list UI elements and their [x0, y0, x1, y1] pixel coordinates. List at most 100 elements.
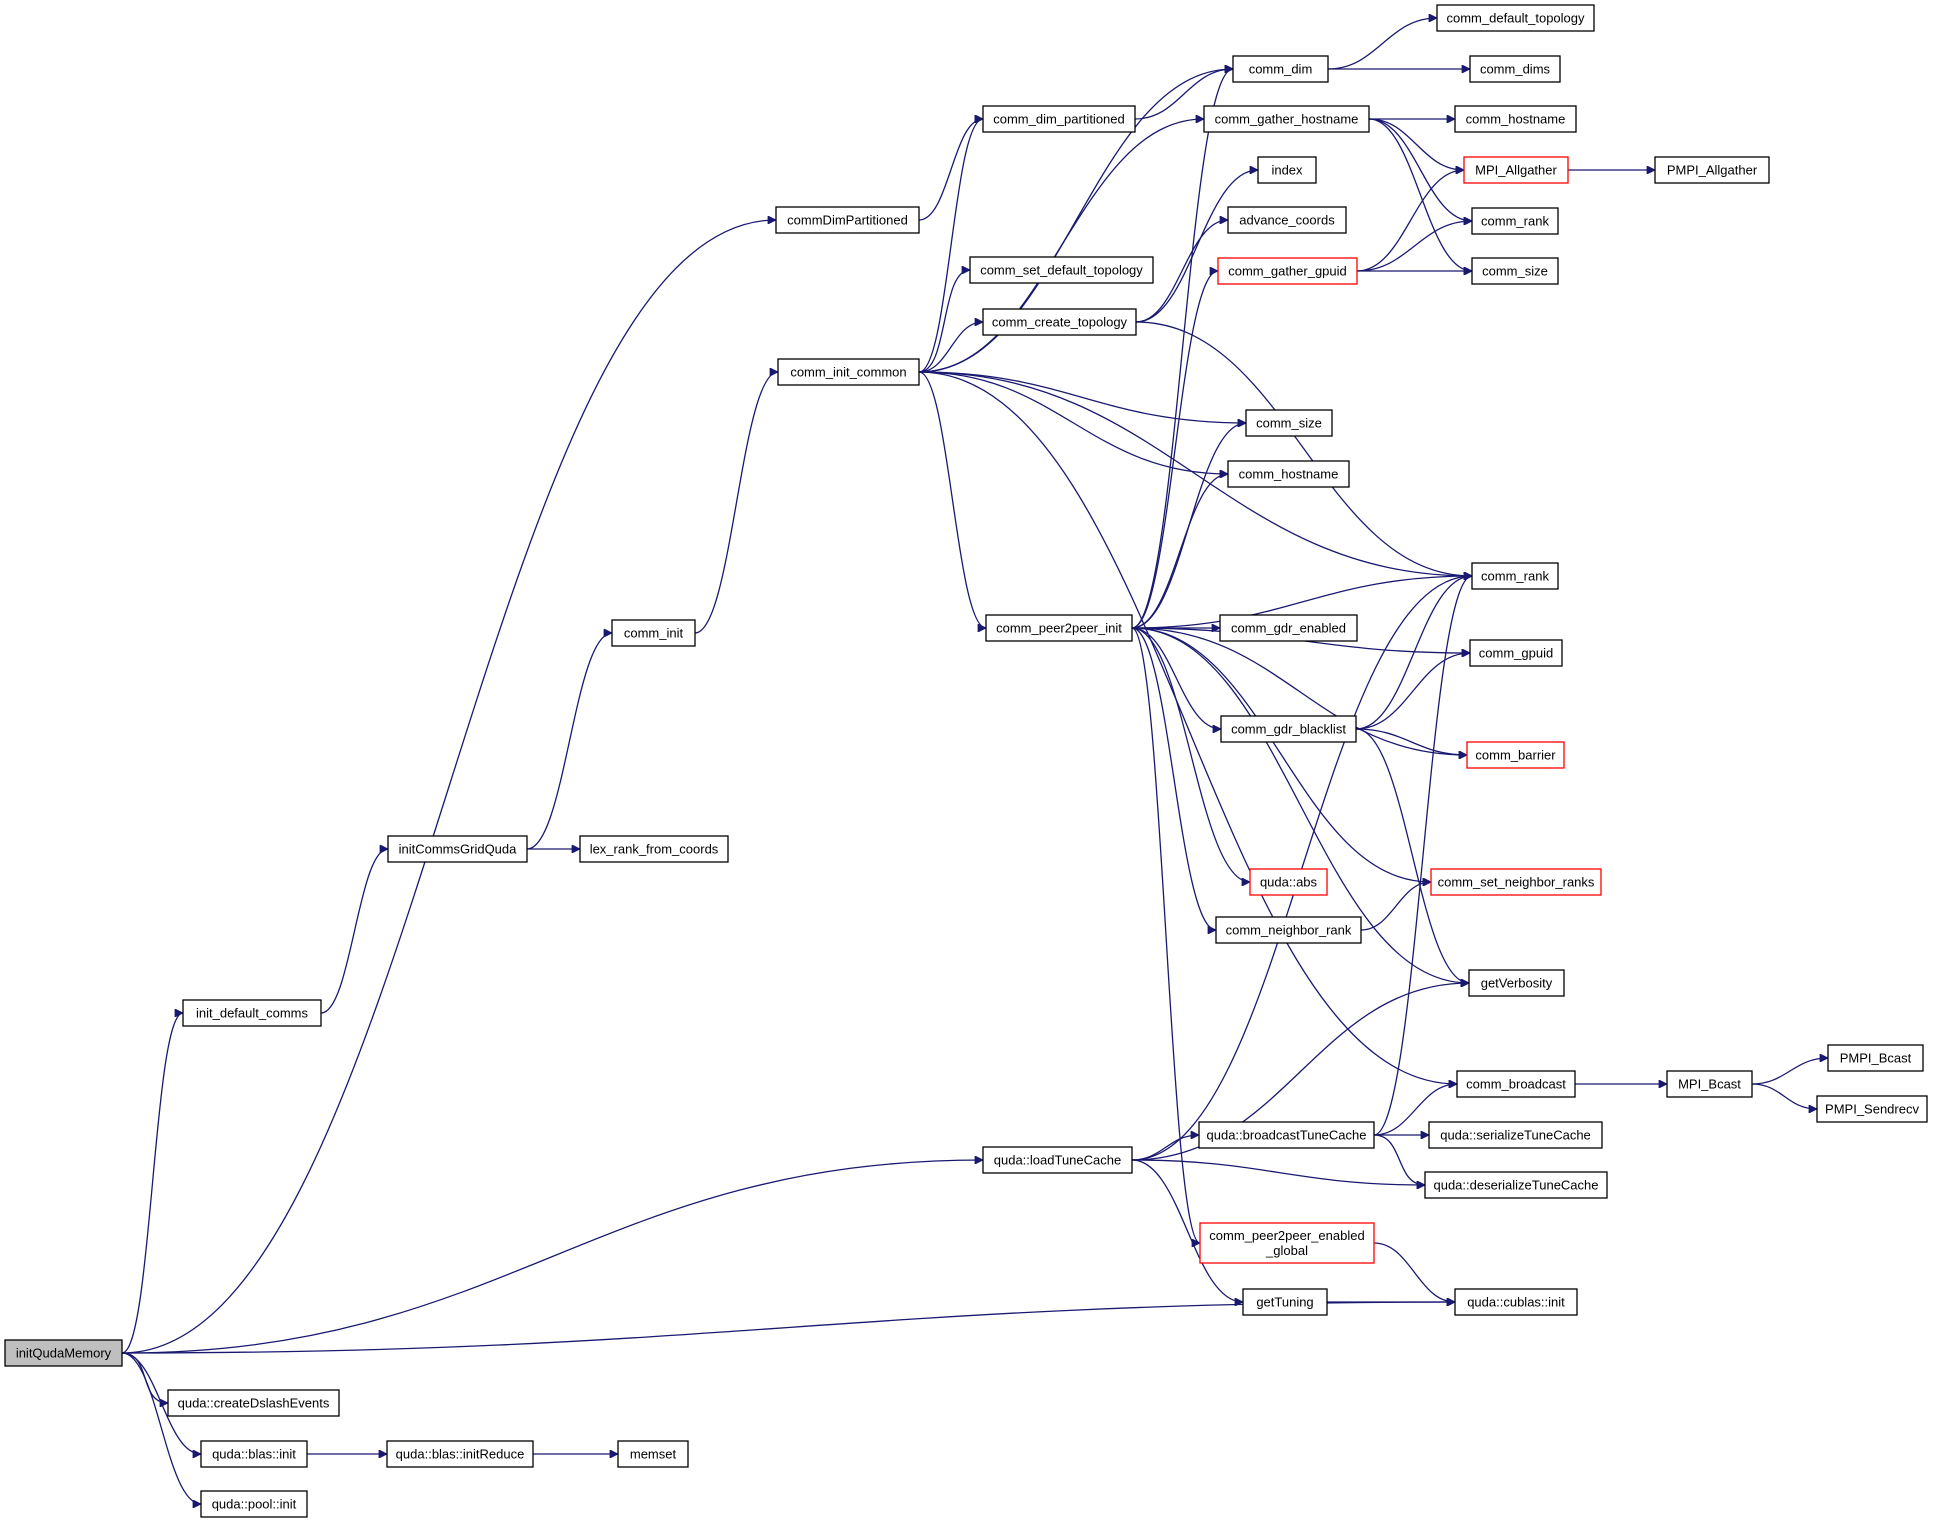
edge-quda-loadTuneCache-to-getTuning: [1131, 1159, 1243, 1302]
node-comm-rank[interactable]: comm_rank: [1471, 562, 1559, 590]
node-label: comm_gdr_blacklist: [1231, 722, 1346, 737]
edge-comm-init-common-to-comm-create-topology: [918, 322, 983, 373]
node-getTuning[interactable]: getTuning: [1242, 1288, 1328, 1316]
node-quda-pool-init[interactable]: quda::pool::init: [200, 1490, 308, 1518]
node-MPI-Bcast[interactable]: MPI_Bcast: [1666, 1070, 1753, 1098]
node-comm-set-neighbor-ranks[interactable]: comm_set_neighbor_ranks: [1430, 868, 1602, 896]
node-comm-dim-partitioned[interactable]: comm_dim_partitioned: [982, 105, 1136, 133]
edge-comm-peer2peer-init-to-getVerbosity: [1131, 627, 1469, 983]
node-box: [1471, 562, 1559, 590]
node-label: comm_default_topology: [1446, 11, 1585, 26]
node-label: comm_gather_hostname: [1215, 112, 1359, 127]
edge-comm-gdr-blacklist-to-comm-rank: [1355, 576, 1472, 730]
node-label: comm_peer2peer_enabled: [1209, 1228, 1364, 1243]
edge-comm-gather-gpuid-to-comm-rank-top: [1356, 221, 1472, 272]
node-box: [969, 256, 1154, 284]
node-quda-cublas-init[interactable]: quda::cublas::init: [1454, 1288, 1578, 1316]
node-initCommsGridQuda[interactable]: initCommsGridQuda: [387, 835, 528, 863]
node-label: comm_gpuid: [1479, 646, 1553, 661]
node-label: comm_gdr_enabled: [1231, 621, 1346, 636]
edge-comm-dim-partitioned-to-comm-dim: [1134, 69, 1233, 120]
node-comm-gdr-enabled[interactable]: comm_gdr_enabled: [1219, 614, 1358, 642]
node-comm-gather-hostname[interactable]: comm_gather_hostname: [1203, 105, 1370, 133]
edge-quda-broadcastTuneCache-to-quda-deserializeTuneCache: [1373, 1134, 1425, 1185]
edge-comm-peer2peer-init-to-comm-dim: [1131, 69, 1233, 629]
node-label: comm_dim: [1249, 62, 1313, 77]
node-comm-size-mid[interactable]: comm_size: [1245, 409, 1333, 437]
node-comm-create-topology[interactable]: comm_create_topology: [982, 308, 1137, 336]
node-box: [1816, 1095, 1928, 1123]
node-label: comm_broadcast: [1466, 1077, 1566, 1092]
node-comm-broadcast[interactable]: comm_broadcast: [1456, 1070, 1576, 1098]
node-quda-abs[interactable]: quda::abs: [1249, 868, 1328, 896]
node-label: comm_rank: [1481, 214, 1549, 229]
node-comm-dim[interactable]: comm_dim: [1232, 55, 1329, 83]
node-comm-neighbor-rank[interactable]: comm_neighbor_rank: [1215, 916, 1362, 944]
node-quda-blas-initReduce[interactable]: quda::blas::initReduce: [386, 1440, 534, 1468]
node-label: index: [1271, 163, 1303, 178]
node-label: _global: [1265, 1243, 1308, 1258]
node-box: [1203, 105, 1370, 133]
node-getVerbosity[interactable]: getVerbosity: [1468, 969, 1565, 997]
node-box: [1654, 156, 1770, 184]
node-box: [1469, 639, 1563, 667]
node-box: [982, 105, 1136, 133]
node-comm-peer2peer-init[interactable]: comm_peer2peer_init: [985, 614, 1133, 642]
node-index[interactable]: index: [1257, 156, 1317, 184]
edge-initQudaMemory-to-quda-blas-init: [121, 1352, 201, 1454]
node-comm-default-topology[interactable]: comm_default_topology: [1436, 4, 1595, 32]
node-box: [1199, 1222, 1375, 1264]
node-comm-init-common[interactable]: comm_init_common: [777, 358, 920, 386]
node-quda-serializeTuneCache[interactable]: quda::serializeTuneCache: [1428, 1121, 1603, 1149]
node-initQudaMemory[interactable]: initQudaMemory: [4, 1339, 123, 1367]
node-quda-blas-init[interactable]: quda::blas::init: [200, 1440, 308, 1468]
node-box: [1249, 868, 1328, 896]
node-box: [1220, 715, 1357, 743]
node-quda-loadTuneCache[interactable]: quda::loadTuneCache: [982, 1146, 1133, 1174]
node-box: [1227, 460, 1350, 488]
node-label: comm_dims: [1480, 62, 1551, 77]
node-quda-deserializeTuneCache[interactable]: quda::deserializeTuneCache: [1424, 1171, 1608, 1199]
node-comm-size-top[interactable]: comm_size: [1471, 257, 1559, 285]
edge-MPI-Bcast-to-PMPI-Bcast: [1751, 1058, 1828, 1085]
node-quda-broadcastTuneCache[interactable]: quda::broadcastTuneCache: [1198, 1121, 1375, 1149]
edge-commDimPartitioned-to-comm-dim-partitioned: [918, 119, 983, 221]
node-comm-gpuid[interactable]: comm_gpuid: [1469, 639, 1563, 667]
edge-comm-create-topology-to-advance-coords: [1135, 220, 1228, 323]
node-comm-dims[interactable]: comm_dims: [1469, 55, 1561, 83]
edge-layer: [121, 18, 1828, 1504]
node-advance-coords[interactable]: advance_coords: [1227, 206, 1347, 234]
node-label: getTuning: [1256, 1295, 1313, 1310]
node-PMPI-Bcast[interactable]: PMPI_Bcast: [1827, 1044, 1924, 1072]
node-comm-gdr-blacklist[interactable]: comm_gdr_blacklist: [1220, 715, 1357, 743]
edge-comm-gather-gpuid-to-MPI-Allgather: [1356, 170, 1464, 272]
edge-comm-peer2peer-init-to-comm-set-neighbor-ranks: [1131, 627, 1431, 882]
node-comm-gather-gpuid[interactable]: comm_gather_gpuid: [1217, 257, 1358, 285]
edge-comm-init-common-to-comm-broadcast: [918, 371, 1457, 1084]
node-comm-barrier[interactable]: comm_barrier: [1466, 741, 1565, 769]
node-comm-set-default-topology[interactable]: comm_set_default_topology: [969, 256, 1154, 284]
edge-quda-loadTuneCache-to-getVerbosity: [1131, 983, 1469, 1161]
node-comm-hostname-r[interactable]: comm_hostname: [1454, 105, 1577, 133]
node-MPI-Allgather[interactable]: MPI_Allgather: [1463, 156, 1569, 184]
node-box: [182, 999, 322, 1027]
node-commDimPartitioned[interactable]: commDimPartitioned: [775, 206, 920, 234]
node-PMPI-Sendrecv[interactable]: PMPI_Sendrecv: [1816, 1095, 1928, 1123]
node-comm-init[interactable]: comm_init: [611, 619, 696, 647]
edge-comm-init-to-comm-init-common: [694, 372, 778, 634]
edge-comm-peer2peer-init-to-comm-hostname-mid: [1131, 474, 1228, 629]
node-lex-rank-from-coords[interactable]: lex_rank_from_coords: [579, 835, 729, 863]
edge-initQudaMemory-to-init-default-comms: [121, 1013, 183, 1354]
node-box: [1456, 1070, 1576, 1098]
node-comm-peer2peer-enabled-global[interactable]: comm_peer2peer_enabled_global: [1199, 1222, 1375, 1264]
node-box: [386, 1440, 534, 1468]
node-comm-hostname-mid[interactable]: comm_hostname: [1227, 460, 1350, 488]
node-quda-createDslashEvents[interactable]: quda::createDslashEvents: [167, 1389, 340, 1417]
node-label: comm_set_neighbor_ranks: [1438, 875, 1595, 890]
node-PMPI-Allgather[interactable]: PMPI_Allgather: [1654, 156, 1770, 184]
node-comm-rank-top[interactable]: comm_rank: [1471, 207, 1559, 235]
node-memset[interactable]: memset: [617, 1440, 689, 1468]
node-label: comm_barrier: [1475, 748, 1556, 763]
node-init-default-comms[interactable]: init_default_comms: [182, 999, 322, 1027]
